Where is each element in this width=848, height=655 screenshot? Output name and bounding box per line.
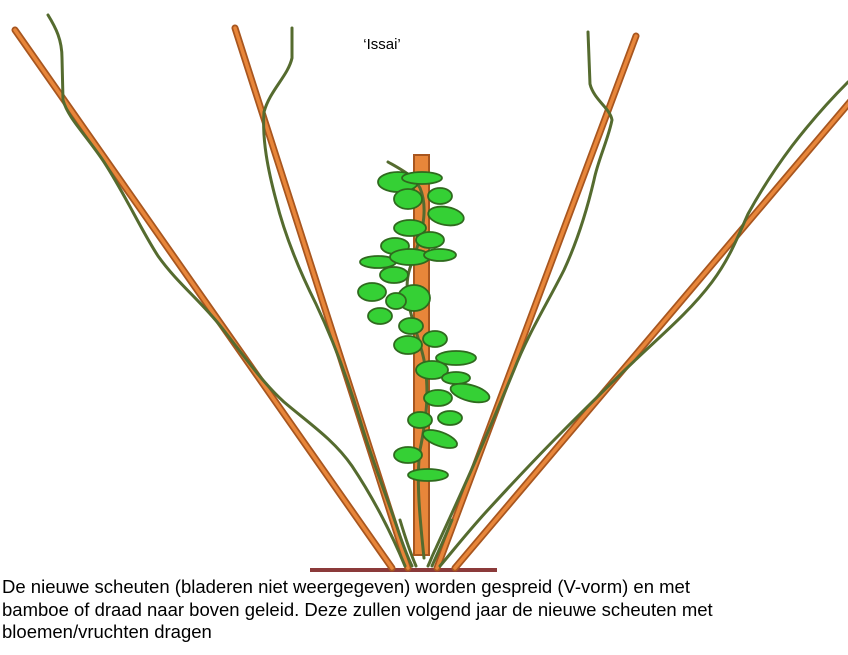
leaf	[428, 188, 452, 204]
bamboo-stick	[15, 30, 392, 568]
new-shoot	[48, 15, 405, 566]
leaf	[427, 204, 466, 228]
leaf	[423, 331, 447, 347]
leaf	[380, 267, 408, 283]
leaf	[438, 411, 462, 425]
leaf	[402, 172, 442, 184]
leaf	[416, 232, 444, 248]
leaf	[424, 249, 456, 261]
leaf	[394, 189, 422, 209]
plant-diagram	[0, 0, 848, 575]
leaf	[424, 390, 452, 406]
leaf	[408, 469, 448, 481]
new-shoot	[440, 82, 848, 566]
bamboo-stick	[437, 36, 636, 568]
leaf	[399, 318, 423, 334]
leaf	[408, 412, 432, 428]
caption-line: De nieuwe scheuten (bladeren niet weerge…	[2, 576, 846, 599]
leaf	[394, 447, 422, 463]
caption-line: bamboe of draad naar boven geleid. Deze …	[2, 599, 846, 622]
leaf	[386, 293, 406, 309]
leaf	[394, 336, 422, 354]
leaf	[442, 372, 470, 384]
caption-line: bloemen/vruchten dragen	[2, 621, 846, 644]
cultivar-label: ‘Issai’	[352, 36, 412, 53]
bamboo-stick	[455, 90, 848, 568]
leaf	[449, 380, 492, 406]
caption: De nieuwe scheuten (bladeren niet weerge…	[2, 576, 846, 644]
leaf	[358, 283, 386, 301]
leaf	[368, 308, 392, 324]
